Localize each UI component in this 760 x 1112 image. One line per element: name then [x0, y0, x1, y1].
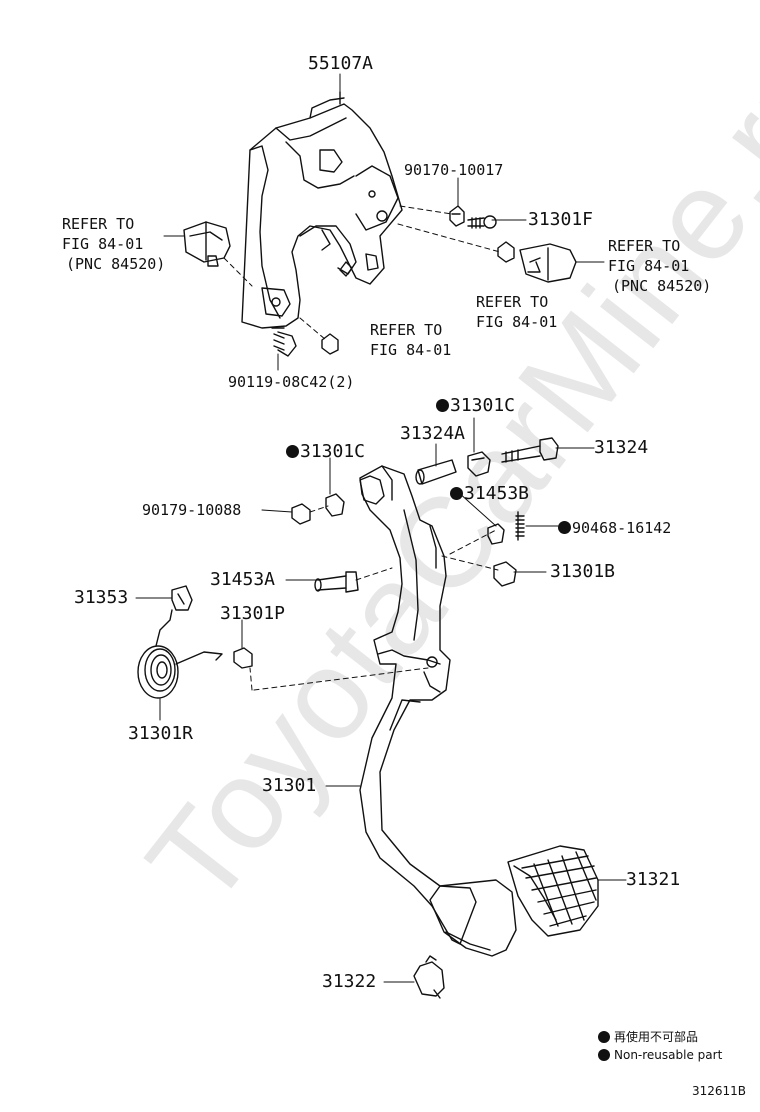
figure-id: 312611B — [692, 1084, 747, 1098]
collar-31324A — [415, 459, 457, 485]
pedal-arm — [359, 465, 517, 957]
bushing-31453B — [487, 523, 505, 545]
label-31324: 31324 — [594, 437, 649, 458]
clip-31353 — [171, 585, 193, 611]
bolt-31324 — [501, 437, 559, 463]
pedal-pad-cover — [507, 845, 599, 937]
label-31321: 31321 — [626, 869, 681, 890]
bolt-90119 — [271, 327, 297, 357]
non-reusable-dot — [558, 521, 571, 534]
label-55107A: 55107A — [308, 53, 374, 74]
label-31301: 31301 — [262, 775, 317, 796]
label-31301P: 31301P — [220, 603, 286, 624]
refer-mid-line2: FIG 84-01 — [476, 313, 558, 331]
refer-bottom-line2: FIG 84-01 — [370, 341, 452, 359]
label-31453A: 31453A — [210, 569, 276, 590]
refer-right-pnc: (PNC 84520) — [612, 277, 712, 295]
label-31301C-left: 31301C — [286, 442, 365, 462]
bushing-31301B — [493, 561, 517, 587]
label-90179-10088: 90179-10088 — [142, 501, 242, 519]
non-reusable-dot — [450, 487, 463, 500]
stopper-31322 — [413, 955, 445, 999]
bushing-31301C-upper — [467, 451, 491, 477]
label-31353: 31353 — [74, 587, 129, 608]
refer-right-line1: REFER TO — [608, 237, 681, 255]
label-31301B: 31301B — [550, 561, 616, 582]
label-31301F: 31301F — [528, 209, 594, 230]
bushing-31301P — [233, 647, 253, 669]
label-31301R: 31301R — [128, 723, 194, 744]
label-31322: 31322 — [322, 971, 377, 992]
legend-dot — [598, 1049, 610, 1061]
pin-31453A — [314, 571, 359, 593]
bolt-31301F — [467, 215, 497, 229]
assembly-lines — [223, 205, 501, 691]
nut-90170 — [449, 205, 465, 227]
nut-90179 — [291, 503, 311, 525]
pedal-bracket — [241, 91, 403, 329]
refer-mid-line1: REFER TO — [476, 293, 549, 311]
refer-right-line2: FIG 84-01 — [608, 257, 690, 275]
refer-left-line2: FIG 84-01 — [62, 235, 144, 253]
return-spring — [137, 609, 223, 699]
refer-left-line1: REFER TO — [62, 215, 135, 233]
nut-refer-bottom — [321, 333, 339, 355]
clip-90468 — [515, 511, 525, 541]
legend-en: Non-reusable part — [598, 1048, 722, 1062]
label-90468-16142: 90468-16142 — [558, 518, 671, 538]
non-reusable-dot — [436, 399, 449, 412]
switch-right — [519, 243, 577, 283]
label-31453B: 31453B — [450, 484, 529, 504]
label-90119-08C42: 90119-08C42(2) — [228, 373, 355, 391]
label-31301C-upper: 31301C — [436, 396, 515, 416]
bushing-31301C-left — [325, 493, 345, 517]
refer-left-pnc: (PNC 84520) — [66, 255, 166, 273]
refer-bottom-line1: REFER TO — [370, 321, 443, 339]
leader-lines — [135, 73, 627, 983]
label-31324A: 31324A — [400, 423, 466, 444]
legend-dot — [598, 1031, 610, 1043]
nut-refer-mid — [497, 241, 515, 263]
switch-left — [183, 221, 231, 267]
non-reusable-dot — [286, 445, 299, 458]
label-90170-10017: 90170-10017 — [404, 161, 504, 179]
legend-jp: 再使用不可部品 — [598, 1028, 698, 1045]
